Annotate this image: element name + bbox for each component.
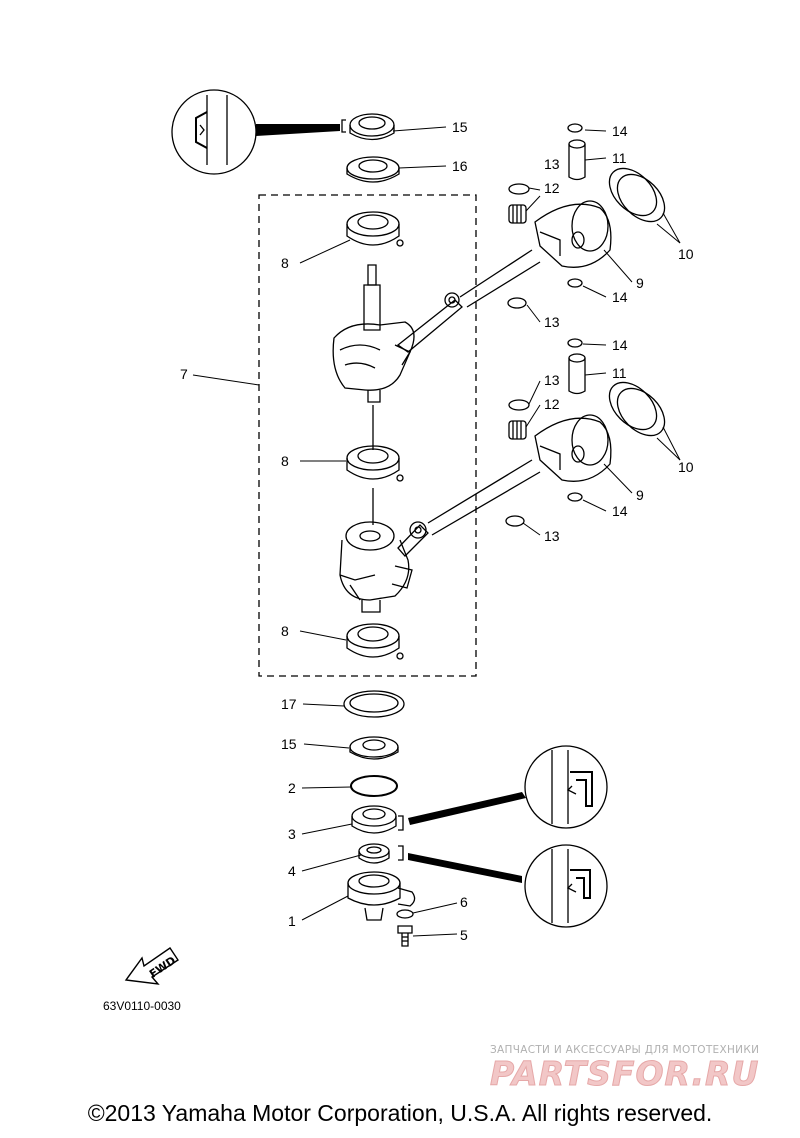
seal-detail-inset-top [171,89,340,175]
label-2: 2 [288,780,296,796]
crankshaft-upper [332,264,415,403]
washer-upper-b [507,297,527,309]
piston-lower [534,414,612,482]
circlip-upper-a [567,123,583,133]
label-13-a: 13 [544,156,560,172]
connecting-rod-lower [397,459,541,557]
label-10-a: 10 [678,246,694,262]
label-13-d: 13 [544,528,560,544]
label-17: 17 [281,696,297,712]
label-8-top: 8 [281,255,289,271]
label-6: 6 [460,894,468,910]
oil-seal-top [341,113,395,141]
label-14-d: 14 [612,503,628,519]
watermark-logo-text: PARTSFOR.RU [490,1055,759,1091]
label-11-b: 11 [612,365,627,381]
piston-rings-upper [608,167,666,223]
label-5: 5 [460,927,468,943]
label-13-c: 13 [544,372,560,388]
circlip-lower-b [567,492,583,502]
washer-6 [396,909,414,919]
o-ring-2 [350,775,398,797]
label-13-b: 13 [544,314,560,330]
o-ring-17 [343,690,405,718]
seal-collar [346,156,400,183]
watermark-subtitle: ЗАПЧАСТИ И АКСЕССУАРЫ ДЛЯ МОТОТЕХНИКИ [490,1044,760,1056]
washer-lower-b [505,515,525,527]
oil-seal-4 [358,843,404,864]
crankshaft-assembly-box [258,194,477,677]
label-11-a: 11 [612,150,627,166]
label-15-top: 15 [452,119,468,135]
label-12-a: 12 [544,180,560,196]
label-10-b: 10 [678,459,694,475]
seal-detail-inset-4 [408,844,608,928]
label-16: 16 [452,158,468,174]
seal-detail-inset-3 [408,745,608,829]
needle-bearing-lower [508,420,527,440]
needle-bearing-upper [508,204,527,224]
oil-seal-bottom [349,736,399,760]
label-4: 4 [288,863,296,879]
watermark-logo: PARTSFOR.RU [490,1055,759,1091]
fwd-arrow-icon [124,947,179,985]
washer-lower-a [508,399,530,411]
bearing-bottom [346,623,404,660]
label-14-a: 14 [612,123,628,139]
diagram-code: 63V0110-0030 [103,999,181,1013]
circlip-lower-a [567,338,583,348]
circlip-upper-b [567,278,583,288]
fwd-label: FWD [147,954,178,981]
piston-upper [534,200,612,268]
label-3: 3 [288,826,296,842]
label-1: 1 [288,913,296,929]
label-7: 7 [180,366,188,382]
label-8-middle: 8 [281,453,289,469]
label-9-a: 9 [636,275,644,291]
bearing-top [346,211,404,247]
label-12-b: 12 [544,396,560,412]
bearing-middle [346,405,404,525]
washer-upper-a [508,183,530,195]
connecting-rod-upper [396,249,541,353]
crankshaft-lower [339,521,413,613]
label-15-bottom: 15 [281,736,297,752]
copyright-notice: ©2013 Yamaha Motor Corporation, U.S.A. A… [87,1100,713,1126]
piston-pin-upper [568,139,586,181]
piston-pin-lower [568,353,586,395]
label-14-c: 14 [612,337,628,353]
label-8-bottom: 8 [281,623,289,639]
leader-lines [192,126,681,937]
callout-labels: 15 16 8 7 8 8 17 15 2 3 4 1 6 5 14 11 13… [103,119,694,1013]
oil-seal-3 [351,805,404,834]
label-14-b: 14 [612,289,628,305]
label-9-b: 9 [636,487,644,503]
bolt-5 [397,925,413,947]
piston-rings-lower [608,381,666,437]
bearing-housing-1 [347,871,416,921]
